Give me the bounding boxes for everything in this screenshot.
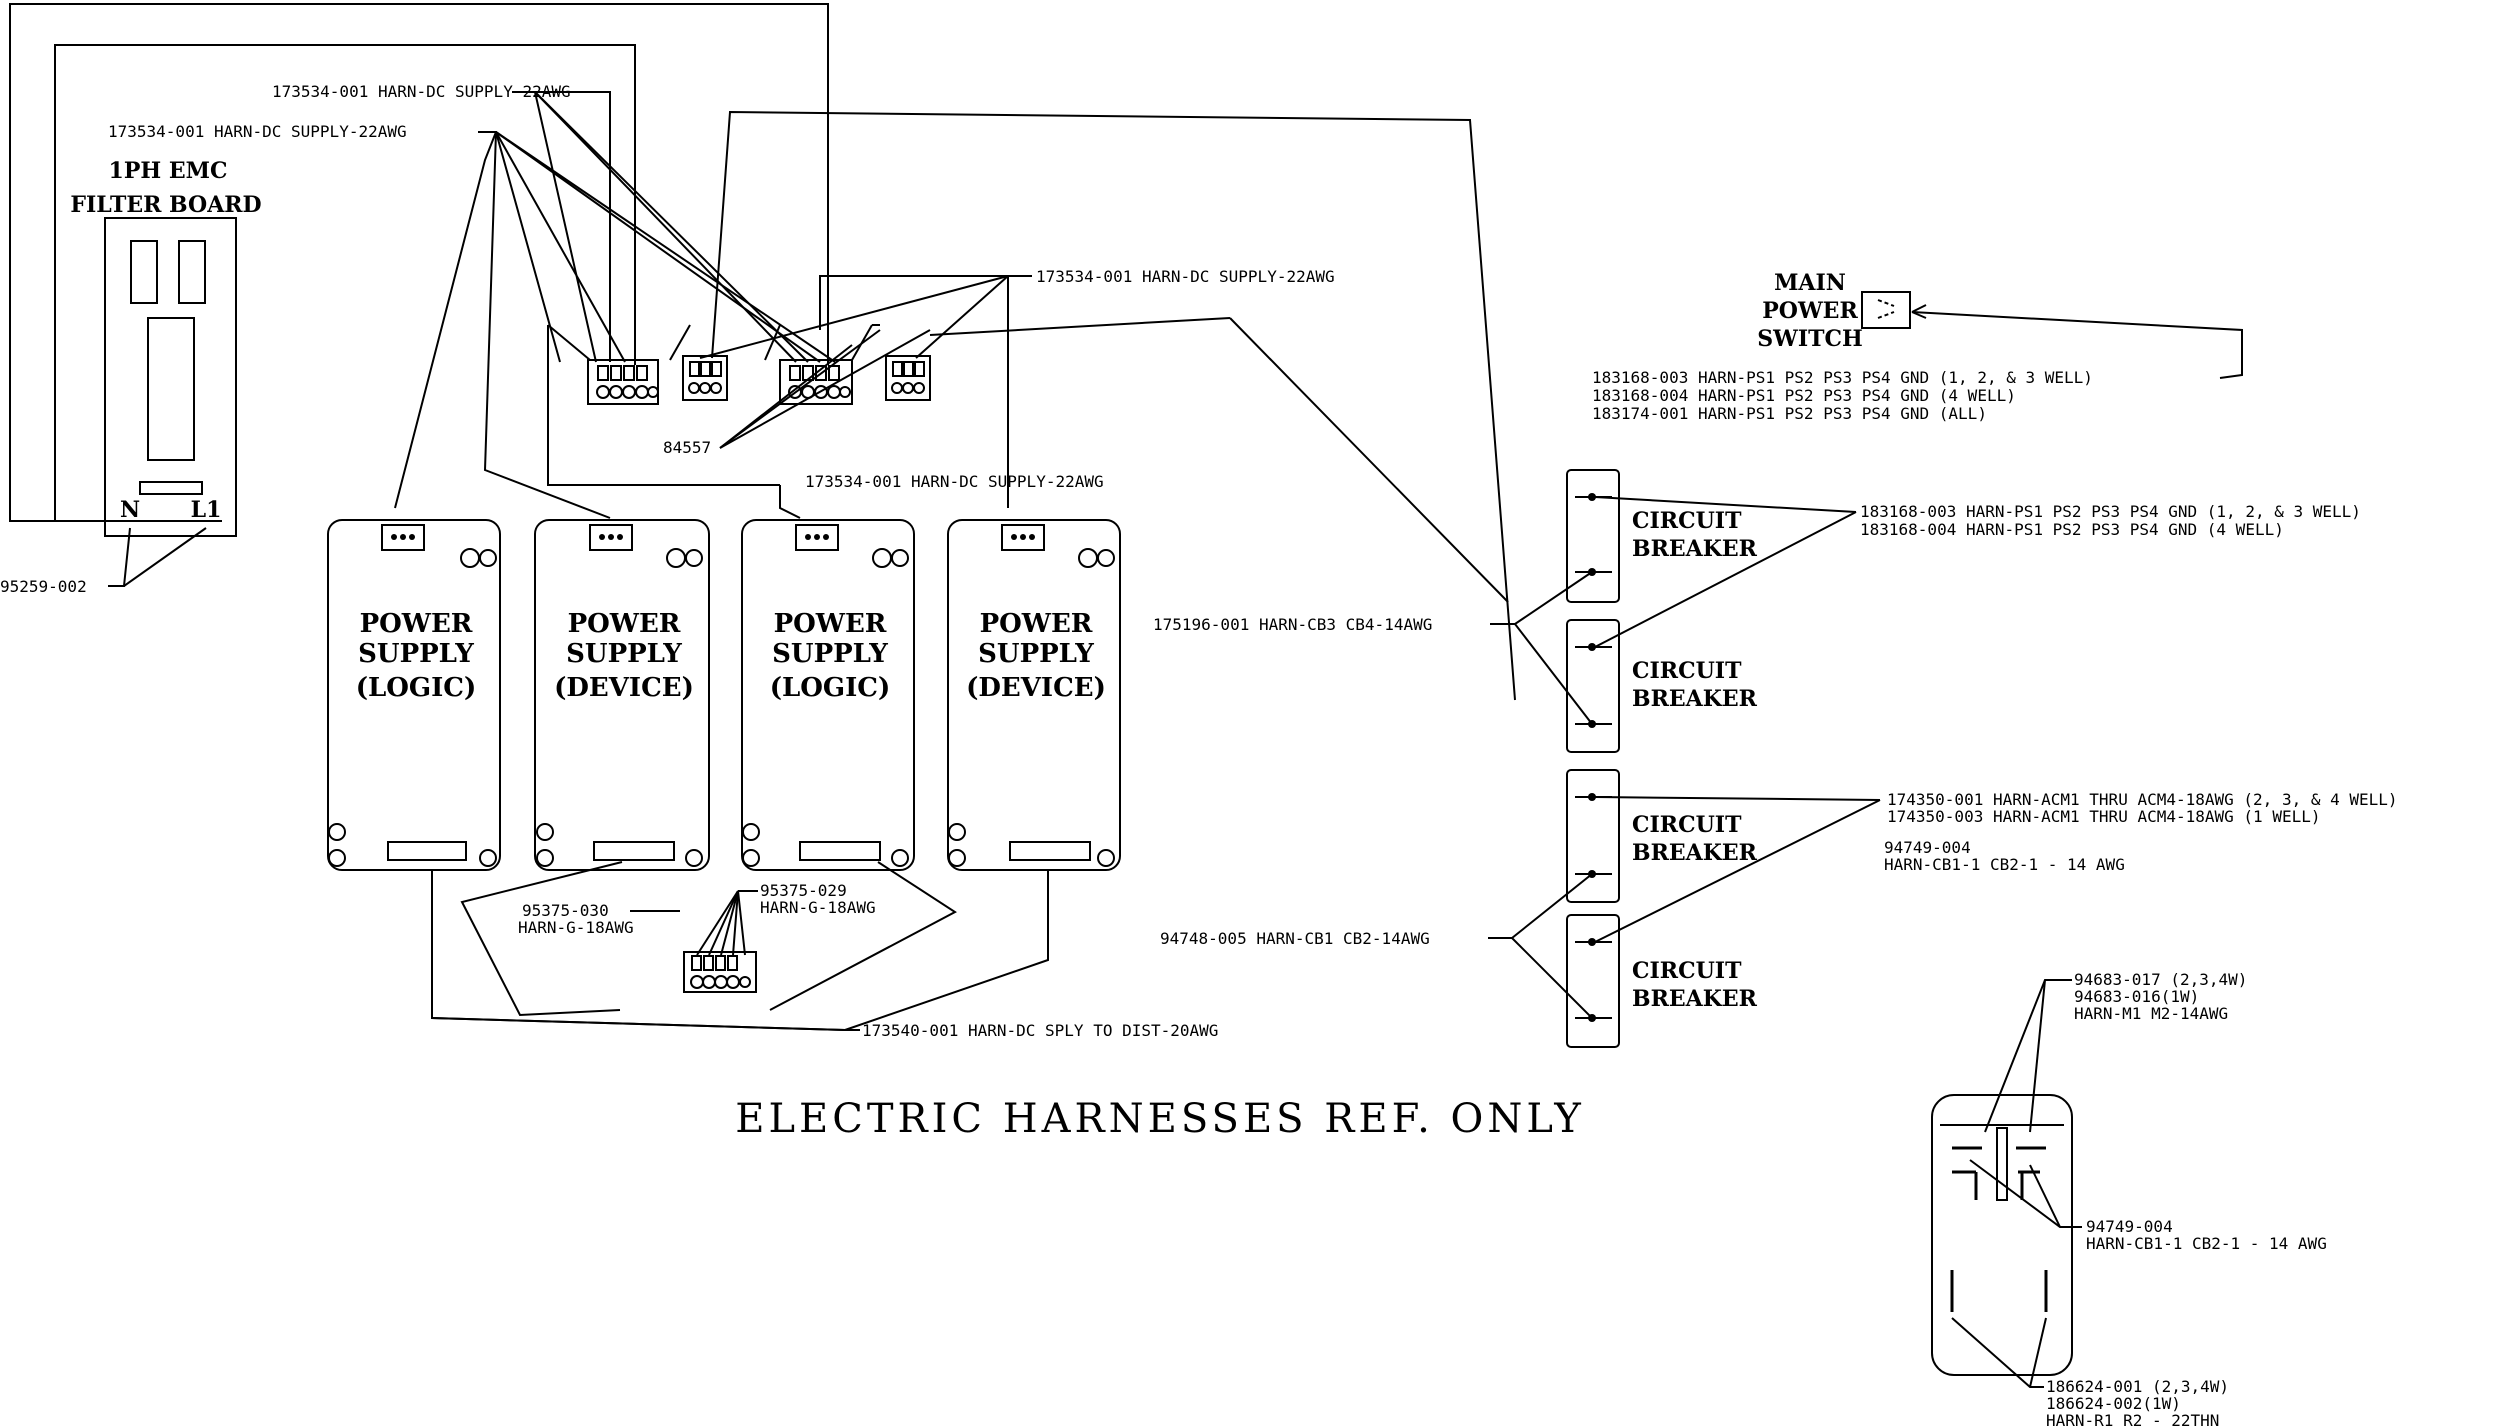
connector-3pin-1 (682, 355, 728, 401)
cb12-label: 94748-005 HARN-CB1 CB2-14AWG (1160, 929, 1430, 948)
ps-ground-label-b1: 183168-003 HARN-PS1 PS2 PS3 PS4 GND (1, … (1860, 502, 2361, 521)
cb4-line1: CIRCUIT (1632, 958, 1742, 984)
cb2-line2: BREAKER (1632, 686, 1758, 712)
main-switch-line3: SWITCH (1757, 326, 1863, 352)
emc-board-outline (104, 217, 237, 537)
ps3-line1: POWER (774, 609, 887, 639)
emc-fuse-right (178, 240, 206, 304)
diagram-title: ELECTRIC HARNESSES REF. ONLY (735, 1096, 1584, 1142)
ps3-line3: (LOGIC) (770, 673, 891, 703)
ps4-line3: (DEVICE) (966, 673, 1106, 703)
emc-part-label: 95259-002 (0, 577, 87, 596)
power-supply-3: POWER SUPPLY (LOGIC) (741, 519, 915, 871)
ps2-line2: SUPPLY (566, 639, 682, 669)
circuit-breaker-2: CIRCUIT BREAKER (1566, 619, 1758, 753)
dc-supply-label-3: 173534-001 HARN-DC SUPPLY-22AWG (1036, 267, 1335, 286)
emc-terminal-bar (139, 481, 203, 495)
relay-label-2: 186624-002(1W) (2046, 1394, 2181, 1413)
relay-label-1: 186624-001 (2,3,4W) (2046, 1377, 2229, 1396)
ps4-line2: SUPPLY (978, 639, 1094, 669)
circuit-breaker-3: CIRCUIT BREAKER (1566, 769, 1758, 903)
emc-terminal-n: N (120, 497, 140, 523)
emc-component (147, 317, 195, 461)
dc-supply-label-2: 173534-001 HARN-DC SUPPLY-22AWG (108, 122, 407, 141)
cb4-line2: BREAKER (1632, 986, 1758, 1012)
ps-ground-label-a3: 183174-001 HARN-PS1 PS2 PS3 PS4 GND (ALL… (1592, 404, 1987, 423)
relay-label-3: HARN-R1 R2 - 22THN (2046, 1411, 2219, 1427)
cb1-line2: BREAKER (1632, 536, 1758, 562)
connector-5pin-1 (587, 359, 659, 405)
cb2-line1: CIRCUIT (1632, 658, 1742, 684)
ground-label-1b: HARN-G-18AWG (518, 918, 634, 937)
cb12-label-a1: 94749-004 (1884, 838, 1971, 857)
ground-label-2b: HARN-G-18AWG (760, 898, 876, 917)
connector-3pin-2 (885, 355, 931, 401)
ps-ground-label-a1: 183168-003 HARN-PS1 PS2 PS3 PS4 GND (1, … (1592, 368, 2093, 387)
main-switch-line1: MAIN (1774, 270, 1846, 296)
cb3-line1: CIRCUIT (1632, 812, 1742, 838)
connector-5pin-2 (779, 359, 853, 405)
emc-title-line1: 1PH EMC (109, 158, 228, 184)
cb34-label: 175196-001 HARN-CB3 CB4-14AWG (1153, 615, 1432, 634)
power-supply-4: POWER SUPPLY (DEVICE) (947, 519, 1121, 871)
ps1-line2: SUPPLY (358, 639, 474, 669)
power-supply-1: POWER SUPPLY (LOGIC) (327, 519, 501, 871)
ps2-line3: (DEVICE) (554, 673, 694, 703)
relay-module (1931, 1094, 2073, 1376)
motor-label-3: HARN-M1 M2-14AWG (2074, 1004, 2228, 1023)
circuit-breaker-4: CIRCUIT BREAKER (1566, 914, 1758, 1048)
ps1-line1: POWER (360, 609, 473, 639)
dc-supply-label-4: 173534-001 HARN-DC SUPPLY-22AWG (805, 472, 1104, 491)
connector-part-label: 84557 (663, 438, 711, 457)
main-power-switch: MAIN POWER SWITCH (1757, 270, 1911, 352)
cb3-line2: BREAKER (1632, 840, 1758, 866)
cb1-line1: CIRCUIT (1632, 508, 1742, 534)
ground-label-2a: 95375-029 (760, 881, 847, 900)
dc-supply-label-1: 173534-001 HARN-DC SUPPLY-22AWG (272, 82, 571, 101)
acm-label-2: 174350-003 HARN-ACM1 THRU ACM4-18AWG (1 … (1887, 807, 2320, 826)
cb12-label-b2: HARN-CB1-1 CB2-1 - 14 AWG (2086, 1234, 2327, 1253)
power-supply-2: POWER SUPPLY (DEVICE) (534, 519, 710, 871)
ground-label-1a: 95375-030 (522, 901, 609, 920)
motor-label-2: 94683-016(1W) (2074, 987, 2199, 1006)
acm-label-1: 174350-001 HARN-ACM1 THRU ACM4-18AWG (2,… (1887, 790, 2398, 809)
circuit-breaker-1: CIRCUIT BREAKER (1566, 469, 1758, 603)
main-switch-line2: POWER (1762, 298, 1858, 324)
ps2-line1: POWER (568, 609, 681, 639)
ground-connector (683, 951, 757, 993)
emc-fuse-left (130, 240, 158, 304)
cb12-label-a2: HARN-CB1-1 CB2-1 - 14 AWG (1884, 855, 2125, 874)
motor-label-1: 94683-017 (2,3,4W) (2074, 970, 2247, 989)
ps1-line3: (LOGIC) (356, 673, 477, 703)
emc-terminal-l1: L1 (191, 497, 222, 523)
cb12-label-b1: 94749-004 (2086, 1217, 2173, 1236)
ps4-line1: POWER (980, 609, 1093, 639)
ps-ground-label-a2: 183168-004 HARN-PS1 PS2 PS3 PS4 GND (4 W… (1592, 386, 2016, 405)
emc-title-line2: FILTER BOARD (70, 192, 261, 218)
emc-filter-board: 1PH EMC FILTER BOARD N L1 (70, 158, 262, 537)
ps-ground-label-b2: 183168-004 HARN-PS1 PS2 PS3 PS4 GND (4 W… (1860, 520, 2284, 539)
dist-harness-label: 173540-001 HARN-DC SPLY TO DIST-20AWG (862, 1021, 1218, 1040)
ps3-line2: SUPPLY (772, 639, 888, 669)
